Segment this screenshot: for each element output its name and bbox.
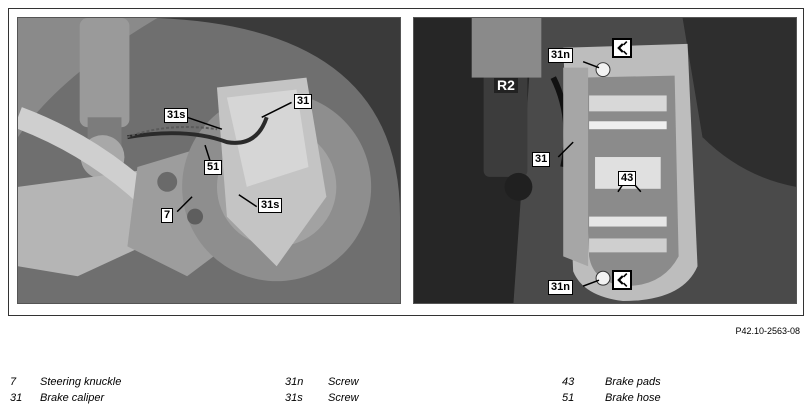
legend-item: 31s Screw [285,392,545,408]
legend-number: 51 [562,392,575,404]
caliper-stamp-text: R2 [494,78,518,93]
left-photo-illustration [18,18,400,303]
left-photo: 31s 31 51 7 31s [17,17,401,304]
callout-43: 43 [618,171,637,186]
right-photo: 31n 31 43 31n R2 [413,17,797,304]
legend-number: 7 [10,376,17,388]
figure-reference-code: P42.10-2563-08 [735,326,800,336]
legend-description: Steering knuckle [40,376,122,388]
legend-item: 31 Brake caliper [0,392,260,408]
callout-31n-upper: 31n [548,48,573,63]
callout-51: 51 [204,160,223,175]
legend-number: 43 [562,376,575,388]
legend-number: 31 [10,392,23,404]
legend-item: 51 Brake hose [562,392,802,408]
callout-31n-lower: 31n [548,280,573,295]
legend-number: 31s [285,392,303,404]
legend-number: 31n [285,376,304,388]
callout-31-right: 31 [532,152,551,167]
legend-description: Screw [328,392,359,404]
legend-description: Brake hose [605,392,661,404]
right-photo-illustration [414,18,796,303]
legend-item: 31n Screw [285,376,545,392]
legend-item: 43 Brake pads [562,376,802,392]
callout-31s-upper: 31s [164,108,189,123]
callout-31s-lower: 31s [258,198,283,213]
callout-7: 7 [161,208,174,223]
figure-frame: 31s 31 51 7 31s [8,8,804,316]
callout-31: 31 [294,94,313,109]
torque-wrench-icon [612,270,632,290]
legend-description: Brake pads [605,376,661,388]
torque-wrench-icon [612,38,632,58]
legend-description: Screw [328,376,359,388]
legend-description: Brake caliper [40,392,105,404]
legend-item: 7 Steering knuckle [0,376,260,392]
legend: 7 Steering knuckle 31 Brake caliper 31n … [0,376,812,410]
